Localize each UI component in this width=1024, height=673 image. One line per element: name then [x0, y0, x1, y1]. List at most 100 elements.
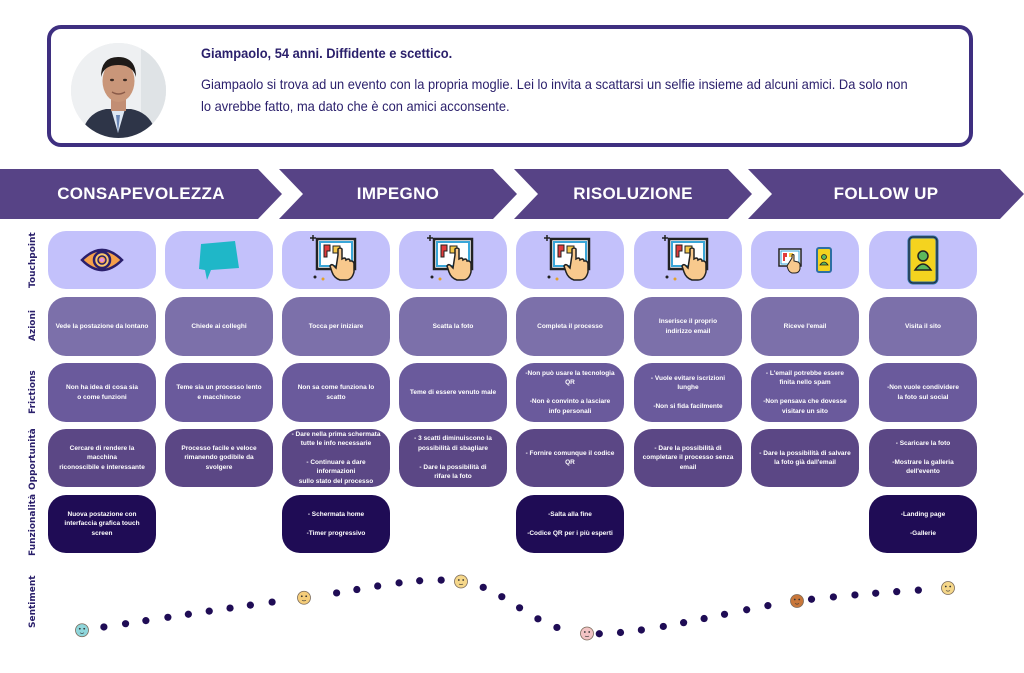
sentiment-dot: [184, 610, 192, 618]
sentiment-dot: [205, 607, 213, 615]
sentiment-dot: [595, 630, 603, 638]
content-face-icon: [790, 594, 804, 608]
sentiment-dot: [534, 615, 542, 623]
sentiment-dot: [333, 589, 341, 597]
feature-card: Nuova postazione con interfaccia grafica…: [48, 495, 156, 553]
opportunity-card: - 3 scatti diminuiscono la possibilità d…: [399, 429, 507, 487]
touchscreen-tap-icon: [662, 235, 709, 281]
sentiment-dot: [914, 586, 922, 594]
sentiment-dot: [893, 588, 901, 596]
sentiment-dot: [246, 601, 254, 609]
phase-risoluzione: RISOLUZIONE: [514, 169, 752, 219]
sentiment-dot: [553, 623, 561, 632]
sentiment-dot: [164, 613, 172, 621]
azioni-card: Completa il processo: [516, 297, 624, 356]
row-label-frictions: Frictions: [28, 370, 38, 414]
persona-card: Giampaolo, 54 anni. Diffidente e scettic…: [47, 25, 973, 147]
phase-impegno: IMPEGNO: [279, 169, 517, 219]
sentiment-dot: [743, 606, 751, 614]
phase-label: RISOLUZIONE: [573, 184, 693, 203]
friction-card: -Non può usare la tecnologia QR -Non è c…: [516, 363, 624, 422]
feature-card: -Landing page -Gallerie: [869, 495, 977, 553]
row-label-azioni: Azioni: [28, 310, 38, 342]
row-label-funzionalita: Funzionalità: [28, 493, 38, 556]
row-label-sentiment: Sentiment: [28, 575, 38, 628]
touchscreen-tap-icon: [310, 235, 357, 281]
sentiment-dot: [637, 626, 645, 634]
sentiment-dot: [479, 583, 487, 591]
sentiment-dot: [416, 577, 424, 585]
sentiment-dot: [872, 589, 880, 597]
azioni-card: Inserisce il proprio indirizzo email: [634, 297, 742, 356]
phase-label: IMPEGNO: [356, 184, 440, 203]
opportunity-card: - Scaricare la foto -Mostrare la galleri…: [869, 429, 977, 487]
sentiment-dot: [807, 595, 816, 603]
sentiment-dot: [720, 610, 729, 618]
opportunity-card: Cercare di rendere la macchina riconosci…: [48, 429, 156, 487]
touchpoint-card: [751, 231, 859, 289]
sentiment-dot: [680, 619, 688, 627]
chevron-arrow-shape: [748, 169, 1024, 219]
persona-description: Giampaolo si trova ad un evento con la p…: [201, 76, 908, 114]
friction-card: Teme sia un processo lento e macchinoso: [165, 363, 273, 422]
friction-card: -Non vuole condividere la foto sul socia…: [869, 363, 977, 422]
friction-card: - L'email potrebbe essere finita nello s…: [751, 363, 859, 422]
touchpoint-card: [399, 231, 507, 289]
sentiment-dot: [515, 604, 524, 612]
azioni-card: Vede la postazione da lontano: [48, 297, 156, 356]
opportunity-card: - Dare la possibilità di completare il p…: [634, 429, 742, 487]
sentiment-dot: [437, 576, 445, 584]
phone-profile-icon: [907, 235, 939, 285]
friction-card: Non ha idea di cosa sia o come funzioni: [48, 363, 156, 422]
feature-card: -Salta alla fine -Codice QR per i più es…: [516, 495, 624, 553]
azioni-card: Tocca per iniziare: [282, 297, 390, 356]
touchscreen-tap-icon: [427, 235, 474, 281]
winking-face-icon: [941, 581, 955, 595]
opportunity-card: - Fornire comunque il codice QR: [516, 429, 624, 487]
sentiment-dot: [616, 628, 625, 637]
sentiment-dot: [700, 614, 708, 623]
opportunity-card: Processo facile e veloce rimanendo godib…: [165, 429, 273, 487]
sentiment-dot: [353, 585, 361, 594]
touchpoint-card: [165, 231, 273, 289]
speech-bubble-icon: [199, 241, 239, 280]
sentiment-dot: [764, 602, 772, 610]
persona-title: Giampaolo, 54 anni. Diffidente e scettic…: [201, 45, 453, 61]
neutral-face-icon: [580, 626, 594, 641]
touchscreen-and-phone-icon: [778, 247, 832, 274]
phase-consapevolezza: CONSAPEVOLEZZA: [0, 169, 282, 219]
opportunity-card: - Dare la possibilità di salvare la foto…: [751, 429, 859, 487]
sentiment-dot: [268, 598, 276, 606]
winking-face-icon: [454, 574, 468, 589]
chevron-arrow-shape: [0, 169, 282, 219]
sentiment-dot: [100, 623, 108, 631]
touchpoint-card: [48, 231, 156, 289]
chevron-arrow-shape: [514, 169, 752, 219]
phase-label: FOLLOW UP: [833, 184, 939, 203]
sentiment-dot: [829, 593, 837, 601]
sentiment-dot: [395, 579, 403, 587]
friction-card: Teme di essere venuto male: [399, 363, 507, 422]
touchpoint-card: [869, 231, 977, 289]
feature-card: - Schermata home -Timer progressivo: [282, 495, 390, 553]
surprised-face-icon: [297, 590, 311, 605]
touchpoint-card: [282, 231, 390, 289]
row-label-touchpoint: Touchpoint: [28, 232, 38, 288]
opportunity-card: - Dare nella prima schermata tutte le in…: [282, 429, 390, 487]
sentiment-dot: [498, 593, 506, 601]
touchpoint-card: [516, 231, 624, 289]
friction-card: - Vuole evitare iscrizioni lunghe -Non s…: [634, 363, 742, 422]
phase-label: CONSAPEVOLEZZA: [57, 184, 225, 203]
sentiment-dot: [226, 604, 234, 612]
sentiment-dot: [121, 620, 130, 628]
azioni-card: Riceve l'email: [751, 297, 859, 356]
sentiment-dot: [851, 591, 859, 599]
touchscreen-tap-icon: [544, 235, 591, 281]
row-label-opportunita: Opportunità: [28, 428, 38, 490]
azioni-card: Chiede ai colleghi: [165, 297, 273, 356]
sentiment-dot: [142, 617, 150, 625]
azioni-card: Visita il sito: [869, 297, 977, 356]
sentiment-dot: [374, 582, 382, 590]
eye-icon: [80, 248, 124, 272]
chevron-arrow-shape: [279, 169, 517, 219]
